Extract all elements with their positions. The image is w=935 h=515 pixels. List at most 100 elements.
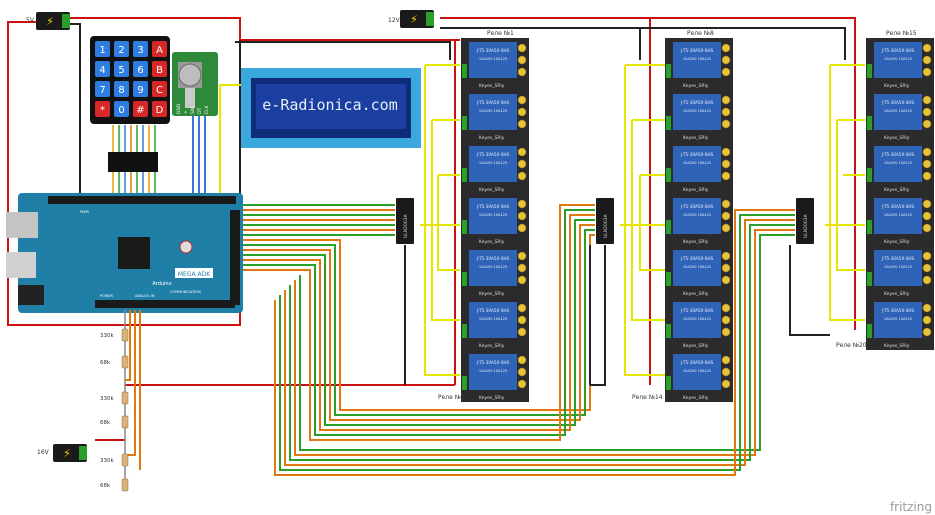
arduino-pwm: PWM xyxy=(80,210,89,214)
relay-part-text: J-T5-30A50-SHS xyxy=(476,48,510,53)
keypad-key xyxy=(114,61,129,77)
relay-module-label: Keyes_SRly xyxy=(683,239,709,245)
resistor-label: 330k xyxy=(100,333,114,339)
relay-module-label: Keyes_SRly xyxy=(479,395,505,401)
keypad-key xyxy=(152,81,167,97)
keypad-key-label: 1 xyxy=(99,45,105,56)
keypad-key xyxy=(95,61,110,77)
keypad-key xyxy=(152,61,167,77)
wire-12v-black-b3 xyxy=(640,27,846,60)
relay-module-label: Keyes_SRly xyxy=(479,343,505,349)
relay-rating-text: 10A250 10A125 xyxy=(479,213,507,217)
bank3-bottom-label: Реле №20 xyxy=(836,342,867,349)
keypad-key-label: # xyxy=(136,105,144,116)
keypad-key-label: 2 xyxy=(118,45,124,56)
arduino-brand: Arduino xyxy=(152,281,171,287)
uln2003-chip xyxy=(396,198,414,244)
relay-part-text: J-T5-30A50-SHS xyxy=(680,100,714,105)
keypad-key xyxy=(114,81,129,97)
relay-part-text: J-T5-30A50-SHS xyxy=(881,256,915,261)
uln2003-chip xyxy=(596,198,614,244)
resistor-label: 68k xyxy=(100,360,111,366)
keypad-key-label: 3 xyxy=(137,45,143,56)
keypad-key-label: 7 xyxy=(99,85,105,96)
relay-rating-text: 10A250 10A125 xyxy=(479,57,507,61)
keypad-key xyxy=(152,101,167,117)
relay-part-text: J-T5-30A50-SHS xyxy=(476,308,510,313)
relay-rating-text: 10A250 10A125 xyxy=(683,369,711,373)
resistor xyxy=(121,391,129,405)
relay-rating-text: 10A250 10A125 xyxy=(884,317,912,321)
label-16v: 16V xyxy=(37,449,50,456)
relay-rating-text: 10A250 10A125 xyxy=(884,57,912,61)
keypad-key xyxy=(133,41,148,57)
power-jack-5v: ⚡ 5V xyxy=(26,12,70,30)
wire-5v-red xyxy=(70,17,460,41)
keypad-key-label: 6 xyxy=(137,65,143,76)
keypad-key xyxy=(95,81,110,97)
relay-part-text: J-T5-30A50-SHS xyxy=(476,360,510,365)
power-jack-12v: ⚡ 12V xyxy=(388,10,434,28)
relay-part-text: J-T5-30A50-SHS xyxy=(680,152,714,157)
relay-module-label: Keyes_SRly xyxy=(683,395,709,401)
resistor-label: 330k xyxy=(100,396,114,402)
arduino-model: MEGA ADK xyxy=(178,271,211,278)
encoder-pin-label: DT xyxy=(197,108,203,114)
keypad-key-label: 4 xyxy=(99,65,105,76)
bank-labels: Реле №1 Реле №7 Реле №8 Реле №14 Реле №1… xyxy=(438,30,917,401)
relay-part-text: J-T5-30A50-SHS xyxy=(881,308,915,313)
relay-module-label: Keyes_SRly xyxy=(884,187,910,193)
relay-module-label: Keyes_SRly xyxy=(884,291,910,297)
relay-part-text: J-T5-30A50-SHS xyxy=(476,204,510,209)
resistor-label: 68k xyxy=(100,483,111,489)
lcd-display: e-Radionica.com xyxy=(241,68,421,148)
arduino-power: POWER xyxy=(100,294,114,298)
relay-rating-text: 10A250 10A125 xyxy=(479,109,507,113)
svg-text:⚡: ⚡ xyxy=(46,15,54,28)
relay-module-label: Keyes_SRly xyxy=(683,291,709,297)
encoder-pin-label: CLK xyxy=(204,104,210,114)
keypad-key-label: C xyxy=(156,85,163,96)
power-jack-16v: ⚡ 16V xyxy=(37,444,87,462)
relay-rating-text: 10A250 10A125 xyxy=(884,161,912,165)
arduino-analog: ANALOG IN xyxy=(135,294,155,298)
relay-part-text: J-T5-30A50-SHS xyxy=(680,256,714,261)
relay-part-text: J-T5-30A50-SHS xyxy=(680,204,714,209)
relay-part-text: J-T5-30A50-SHS xyxy=(476,256,510,261)
svg-text:⚡: ⚡ xyxy=(63,447,71,460)
keypad-key xyxy=(133,61,148,77)
relay-part-text: J-T5-30A50-SHS xyxy=(881,204,915,209)
relay-part-text: J-T5-30A50-SHS xyxy=(881,48,915,53)
wire-5v-red-left xyxy=(7,21,241,326)
bank2-top-label: Реле №8 xyxy=(687,30,714,37)
relay-module-label: Keyes_SRly xyxy=(479,135,505,141)
relay-rating-text: 10A250 10A125 xyxy=(683,57,711,61)
relay-part-text: J-T5-30A50-SHS xyxy=(680,360,714,365)
bank1-bottom-label: Реле №7 xyxy=(438,394,465,401)
uln2003-label: ULN2003A xyxy=(403,213,409,238)
keypad-key xyxy=(114,101,129,117)
relay-part-text: J-T5-30A50-SHS xyxy=(680,48,714,53)
uln2003-chip xyxy=(796,198,814,244)
relay-rating-text: 10A250 10A125 xyxy=(479,265,507,269)
relay-rating-text: 10A250 10A125 xyxy=(683,317,711,321)
relay-rating-text: 10A250 10A125 xyxy=(479,161,507,165)
